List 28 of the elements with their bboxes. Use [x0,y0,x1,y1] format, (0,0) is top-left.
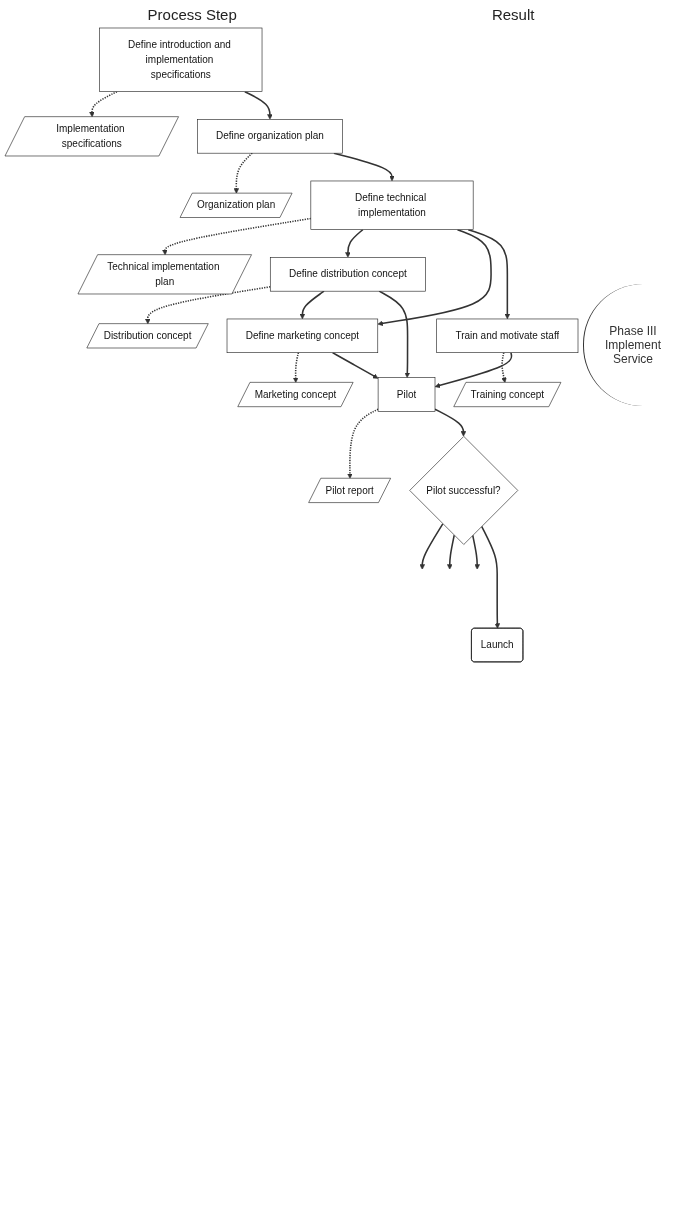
node-box: Define distribution concept [269,257,426,292]
node-box: Train and motivate staff [436,318,579,353]
node-box: Define introduction and implementation specifications [99,27,263,92]
arrow [419,523,444,570]
arrow [292,351,300,383]
arrow [233,152,253,194]
node-box: Define marketing concept [226,318,379,353]
node-box: Define technical implementation [310,180,474,230]
column-heading: Process Step [147,6,237,23]
column-heading: Result [491,6,535,23]
arrow [244,90,273,120]
arrow [347,408,379,479]
arrow [434,408,467,437]
arrow [447,534,455,570]
arrow [378,290,411,378]
arrow [299,290,325,320]
node-diamond: Pilot successful? [409,436,519,545]
arrow [377,228,492,327]
arrow [480,525,501,629]
node-box: Pilot [377,377,436,412]
arrow [89,90,118,118]
arrow [434,351,513,389]
node-box: Define organization plan [197,119,343,154]
arrow [467,228,511,320]
phase-label: Phase III Implement Service [604,323,662,366]
arrow [331,351,379,379]
arrow [471,534,480,570]
arrow [345,228,364,258]
